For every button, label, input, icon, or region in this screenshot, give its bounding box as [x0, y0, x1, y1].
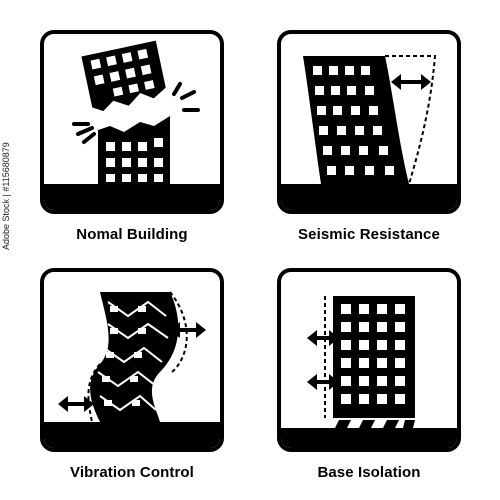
isolated-building-icon	[281, 296, 457, 448]
swaying-building-icon	[281, 55, 457, 210]
stock-id-text: Adobe Stock | #115680879	[1, 142, 11, 250]
vibration-control-panel	[40, 268, 224, 452]
tile-label: Vibration Control	[70, 464, 194, 481]
normal-building-panel	[40, 30, 224, 214]
damped-building-icon	[44, 291, 220, 448]
seismic-resistance-panel	[277, 30, 461, 214]
tile-label: Base Isolation	[317, 464, 421, 481]
collapsing-building-icon	[44, 40, 220, 210]
tile-label: Nomal Building	[76, 226, 188, 243]
base-isolation-panel	[277, 268, 461, 452]
tile-label: Seismic Resistance	[298, 226, 440, 243]
